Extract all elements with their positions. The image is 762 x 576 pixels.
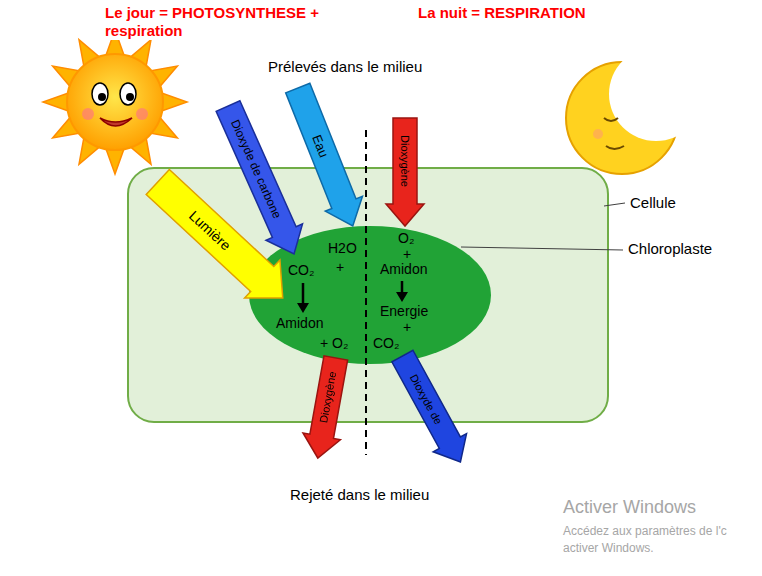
watermark: Accédez aux paramètres de l'c [563,524,727,538]
moon-crescent [566,62,678,174]
sun-pupil [98,93,106,101]
sun-disc [67,54,163,150]
sun-eye [92,83,108,105]
caption-text: Prélevés dans le milieu [268,58,422,76]
sun-cheek [82,108,94,120]
formula-text: + [403,247,411,262]
leader-line [461,247,623,250]
formula-text: O₂ [398,231,414,246]
moon-eye [604,118,618,121]
sun-smile [100,118,132,126]
formula-text: Amidon [276,316,323,331]
formula-text: + [336,260,344,275]
arrow-shape [385,347,476,471]
arrow-shape [279,81,371,234]
arrow-shape [140,163,300,317]
formula-text: + O₂ [320,336,348,351]
heading: Le jour = PHOTOSYNTHESE + respiration [105,4,323,40]
callout-label: Cellule [630,194,676,212]
arrow-shape [299,355,354,462]
arrow-label-box: Dioxygène [385,118,425,204]
heading: La nuit = RESPIRATION [418,4,586,22]
sun-pupil [126,93,134,101]
moon-illustration [566,62,678,174]
watermark: activer Windows. [563,541,654,555]
formula-text: + [403,320,411,335]
arrow-label: Dioxygène [400,135,411,187]
sun-eye [120,83,136,105]
formula-text: H2O [328,241,357,256]
watermark: Activer Windows [563,497,696,519]
moon-cheek [593,129,603,139]
callout-label: Chloroplaste [628,240,712,258]
arrow-label: Lumière [187,208,234,253]
formula-text: CO₂ [373,336,399,351]
moon-smile [606,146,624,149]
formula-text: CO₂ [288,263,314,278]
arrow-label: Dioxyde de [408,373,444,427]
chloroplast-shape [249,226,491,364]
sun-cheek [136,108,148,120]
sun-illustration [43,30,187,174]
o2-in-arrow: Dioxygène [385,118,425,226]
caption-text: Rejeté dans le milieu [290,486,429,504]
arrow-label: Dioxygène [319,371,339,424]
arrow-label: Eau [311,133,332,159]
arrow-shape [386,118,424,226]
formula-text: Amidon [380,262,427,277]
formula-text: Energie [380,304,428,319]
leader-line [604,203,625,206]
